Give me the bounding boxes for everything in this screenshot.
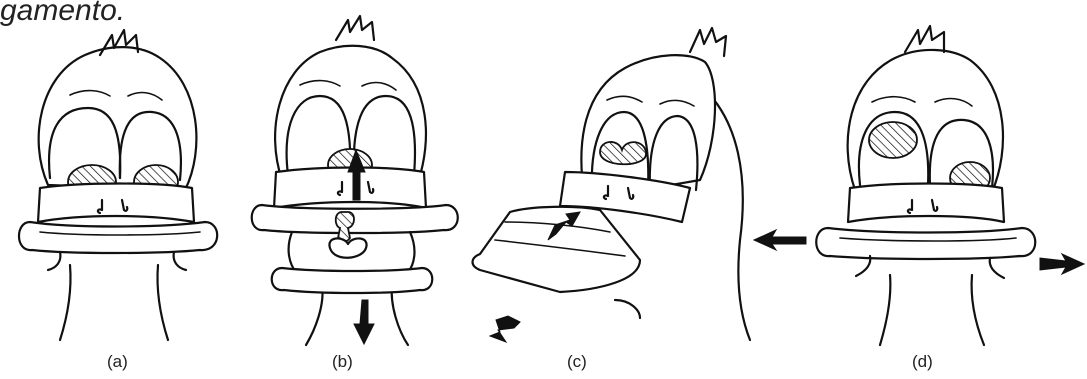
duck-c [473,28,751,342]
duck-b [252,16,458,345]
panel-label-a: (a) [107,352,128,372]
duck-d [754,26,1084,345]
duck-a [19,30,217,340]
panel-label-c: (c) [567,352,587,372]
panel-label-b: (b) [332,352,353,372]
panel-label-d: (d) [912,352,933,372]
